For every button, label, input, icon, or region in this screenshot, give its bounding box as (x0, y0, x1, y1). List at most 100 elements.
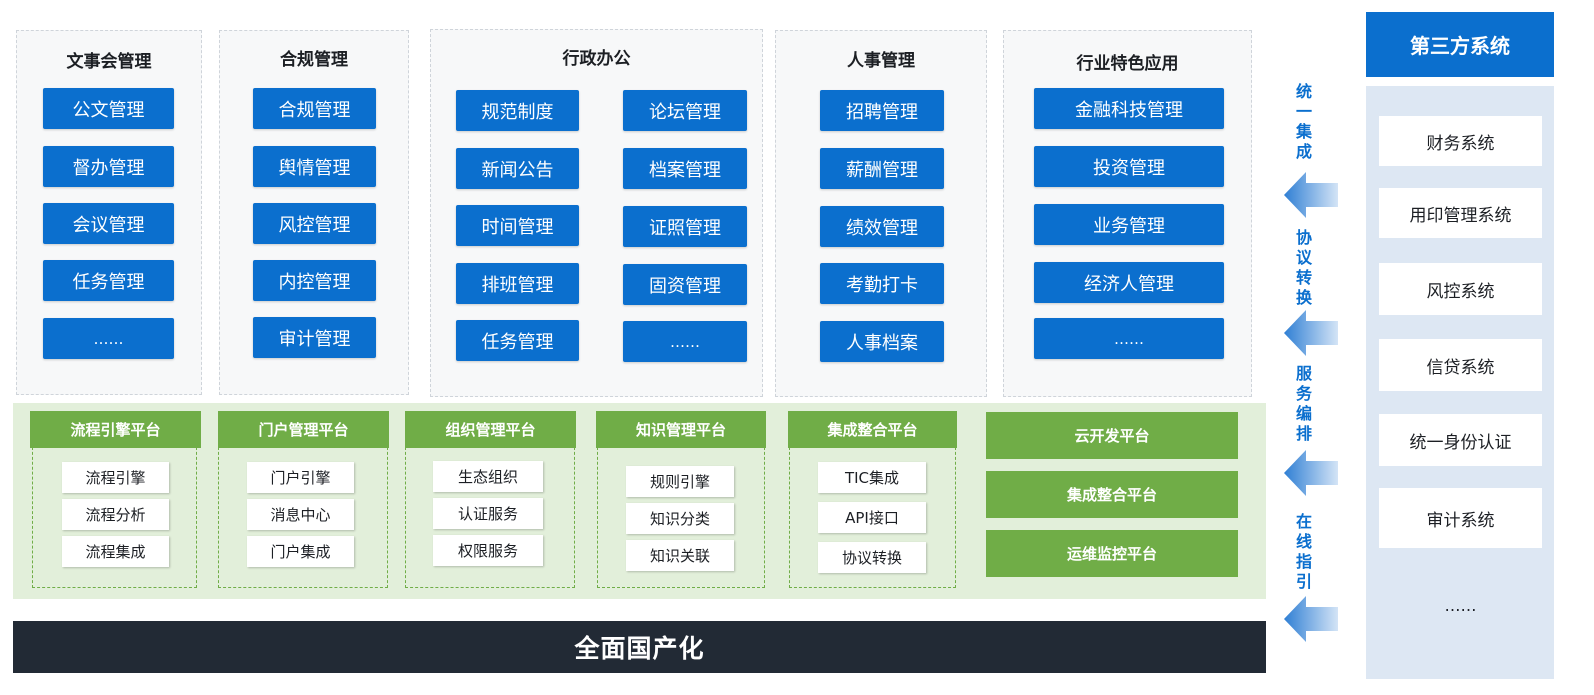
service-button[interactable]: 知识分类 (626, 503, 734, 534)
platform-box (789, 447, 956, 588)
platform-header[interactable]: 门户管理平台 (218, 411, 389, 448)
more-button[interactable]: …… (623, 321, 747, 362)
module-button[interactable]: 绩效管理 (820, 206, 944, 247)
platform-header[interactable]: 集成整合平台 (788, 411, 957, 448)
group-title: 文事会管理 (66, 52, 152, 72)
module-button[interactable]: 风控管理 (253, 203, 376, 244)
module-button[interactable]: 薪酬管理 (820, 148, 944, 189)
third-party-item[interactable]: 风控系统 (1379, 263, 1542, 315)
module-button[interactable]: 规范制度 (456, 90, 579, 131)
arrow-left-icon (1284, 310, 1338, 356)
label-char: 议 (1295, 248, 1312, 267)
label-char: 协 (1295, 228, 1312, 247)
module-button[interactable]: 新闻公告 (456, 148, 579, 189)
module-button[interactable]: 人事档案 (820, 321, 944, 362)
module-button[interactable]: 业务管理 (1034, 204, 1224, 245)
group-title: 人事管理 (847, 51, 915, 71)
label-char: 排 (1295, 424, 1312, 443)
module-button[interactable]: 档案管理 (623, 148, 747, 189)
platform-header[interactable]: 流程引擎平台 (30, 411, 201, 448)
service-button[interactable]: 认证服务 (433, 498, 543, 529)
module-button[interactable]: 论坛管理 (623, 90, 747, 131)
localization-bar: 全面国产化 (13, 621, 1266, 673)
cloud-dev-platform[interactable]: 云开发平台 (986, 412, 1238, 459)
label-char: 引 (1295, 572, 1312, 591)
module-button[interactable]: 审计管理 (253, 317, 376, 358)
module-button[interactable]: 任务管理 (456, 320, 579, 361)
label-char: 换 (1295, 288, 1312, 307)
integration-platform[interactable]: 集成整合平台 (986, 471, 1238, 518)
third-party-item[interactable]: 审计系统 (1379, 488, 1542, 548)
label-char: 线 (1295, 532, 1312, 551)
platform-box (405, 447, 575, 588)
label-char: 成 (1295, 142, 1312, 161)
module-button[interactable]: 时间管理 (456, 205, 579, 246)
platform-header[interactable]: 组织管理平台 (405, 411, 576, 448)
module-button[interactable]: 会议管理 (43, 203, 174, 244)
module-button[interactable]: 招聘管理 (820, 90, 944, 131)
group-title: 行业特色应用 (1076, 54, 1179, 74)
group-industry-apps: 行业特色应用 金融科技管理 投资管理 业务管理 经济人管理 …… (1003, 30, 1252, 397)
label-char: 服 (1295, 364, 1312, 383)
module-button[interactable]: 固资管理 (623, 264, 747, 305)
service-button[interactable]: 消息中心 (247, 499, 354, 530)
service-button[interactable]: 门户引擎 (247, 462, 354, 493)
group-title: 合规管理 (280, 50, 348, 70)
group-hr: 人事管理 招聘管理 薪酬管理 绩效管理 考勤打卡 人事档案 (775, 30, 987, 397)
module-button[interactable]: 任务管理 (43, 260, 174, 301)
label-char: 集 (1295, 122, 1312, 141)
module-button[interactable]: 内控管理 (253, 260, 376, 301)
service-button[interactable]: TIC集成 (818, 462, 926, 493)
service-button[interactable]: 流程引擎 (62, 462, 169, 493)
module-button[interactable]: 投资管理 (1034, 146, 1224, 187)
module-button[interactable]: 督办管理 (43, 146, 174, 187)
service-button[interactable]: 生态组织 (433, 461, 543, 492)
third-party-more: …… (1444, 596, 1477, 615)
platform-box (218, 447, 388, 588)
module-button[interactable]: 考勤打卡 (820, 263, 944, 304)
label-char: 编 (1295, 404, 1312, 423)
module-button[interactable]: 合规管理 (253, 88, 376, 129)
module-button[interactable]: 证照管理 (623, 206, 747, 247)
platform-box (597, 447, 765, 588)
module-button[interactable]: 排班管理 (456, 263, 579, 304)
more-button[interactable]: …… (1034, 318, 1224, 359)
arrow-left-icon (1284, 450, 1338, 496)
arrow-left-icon (1284, 172, 1338, 218)
third-party-item[interactable]: 统一身份认证 (1379, 414, 1542, 466)
group-admin-office: 行政办公 规范制度 新闻公告 时间管理 排班管理 任务管理 论坛管理 档案管理 … (430, 29, 763, 397)
service-button[interactable]: 规则引擎 (626, 466, 734, 497)
arrow-label-service-orchestration: 服 务 编 排 (1293, 364, 1315, 444)
third-party-title: 第三方系统 (1366, 12, 1554, 77)
service-button[interactable]: API接口 (818, 502, 926, 533)
ops-monitor-platform[interactable]: 运维监控平台 (986, 530, 1238, 577)
service-button[interactable]: 知识关联 (626, 540, 734, 571)
platform-box (32, 447, 197, 588)
group-compliance: 合规管理 合规管理 舆情管理 风控管理 内控管理 审计管理 (219, 30, 409, 395)
module-button[interactable]: 金融科技管理 (1034, 88, 1224, 129)
service-button[interactable]: 流程分析 (62, 499, 169, 530)
service-button[interactable]: 协议转换 (818, 542, 926, 573)
label-char: 指 (1295, 552, 1312, 571)
arrow-left-icon (1284, 596, 1338, 642)
group-title: 行政办公 (562, 49, 631, 69)
arrow-label-protocol-conversion: 协 议 转 换 (1293, 228, 1315, 308)
label-char: 一 (1295, 102, 1312, 121)
more-button[interactable]: …… (43, 318, 174, 359)
service-button[interactable]: 流程集成 (62, 536, 169, 567)
arrow-label-online-guide: 在 线 指 引 (1293, 512, 1315, 592)
third-party-item[interactable]: 财务系统 (1379, 116, 1542, 166)
label-char: 务 (1295, 384, 1312, 403)
arrow-label-unified-integration: 统 一 集 成 (1293, 82, 1315, 162)
third-party-item[interactable]: 信贷系统 (1379, 339, 1542, 391)
module-button[interactable]: 公文管理 (43, 88, 174, 129)
third-party-item[interactable]: 用印管理系统 (1379, 188, 1542, 238)
label-char: 在 (1295, 512, 1312, 531)
platform-header[interactable]: 知识管理平台 (596, 411, 766, 448)
module-button[interactable]: 经济人管理 (1034, 262, 1224, 303)
module-button[interactable]: 舆情管理 (253, 146, 376, 187)
service-button[interactable]: 权限服务 (433, 535, 543, 566)
service-button[interactable]: 门户集成 (247, 536, 354, 567)
label-char: 统 (1295, 82, 1312, 101)
group-wenshihui: 文事会管理 公文管理 督办管理 会议管理 任务管理 …… (16, 30, 202, 395)
